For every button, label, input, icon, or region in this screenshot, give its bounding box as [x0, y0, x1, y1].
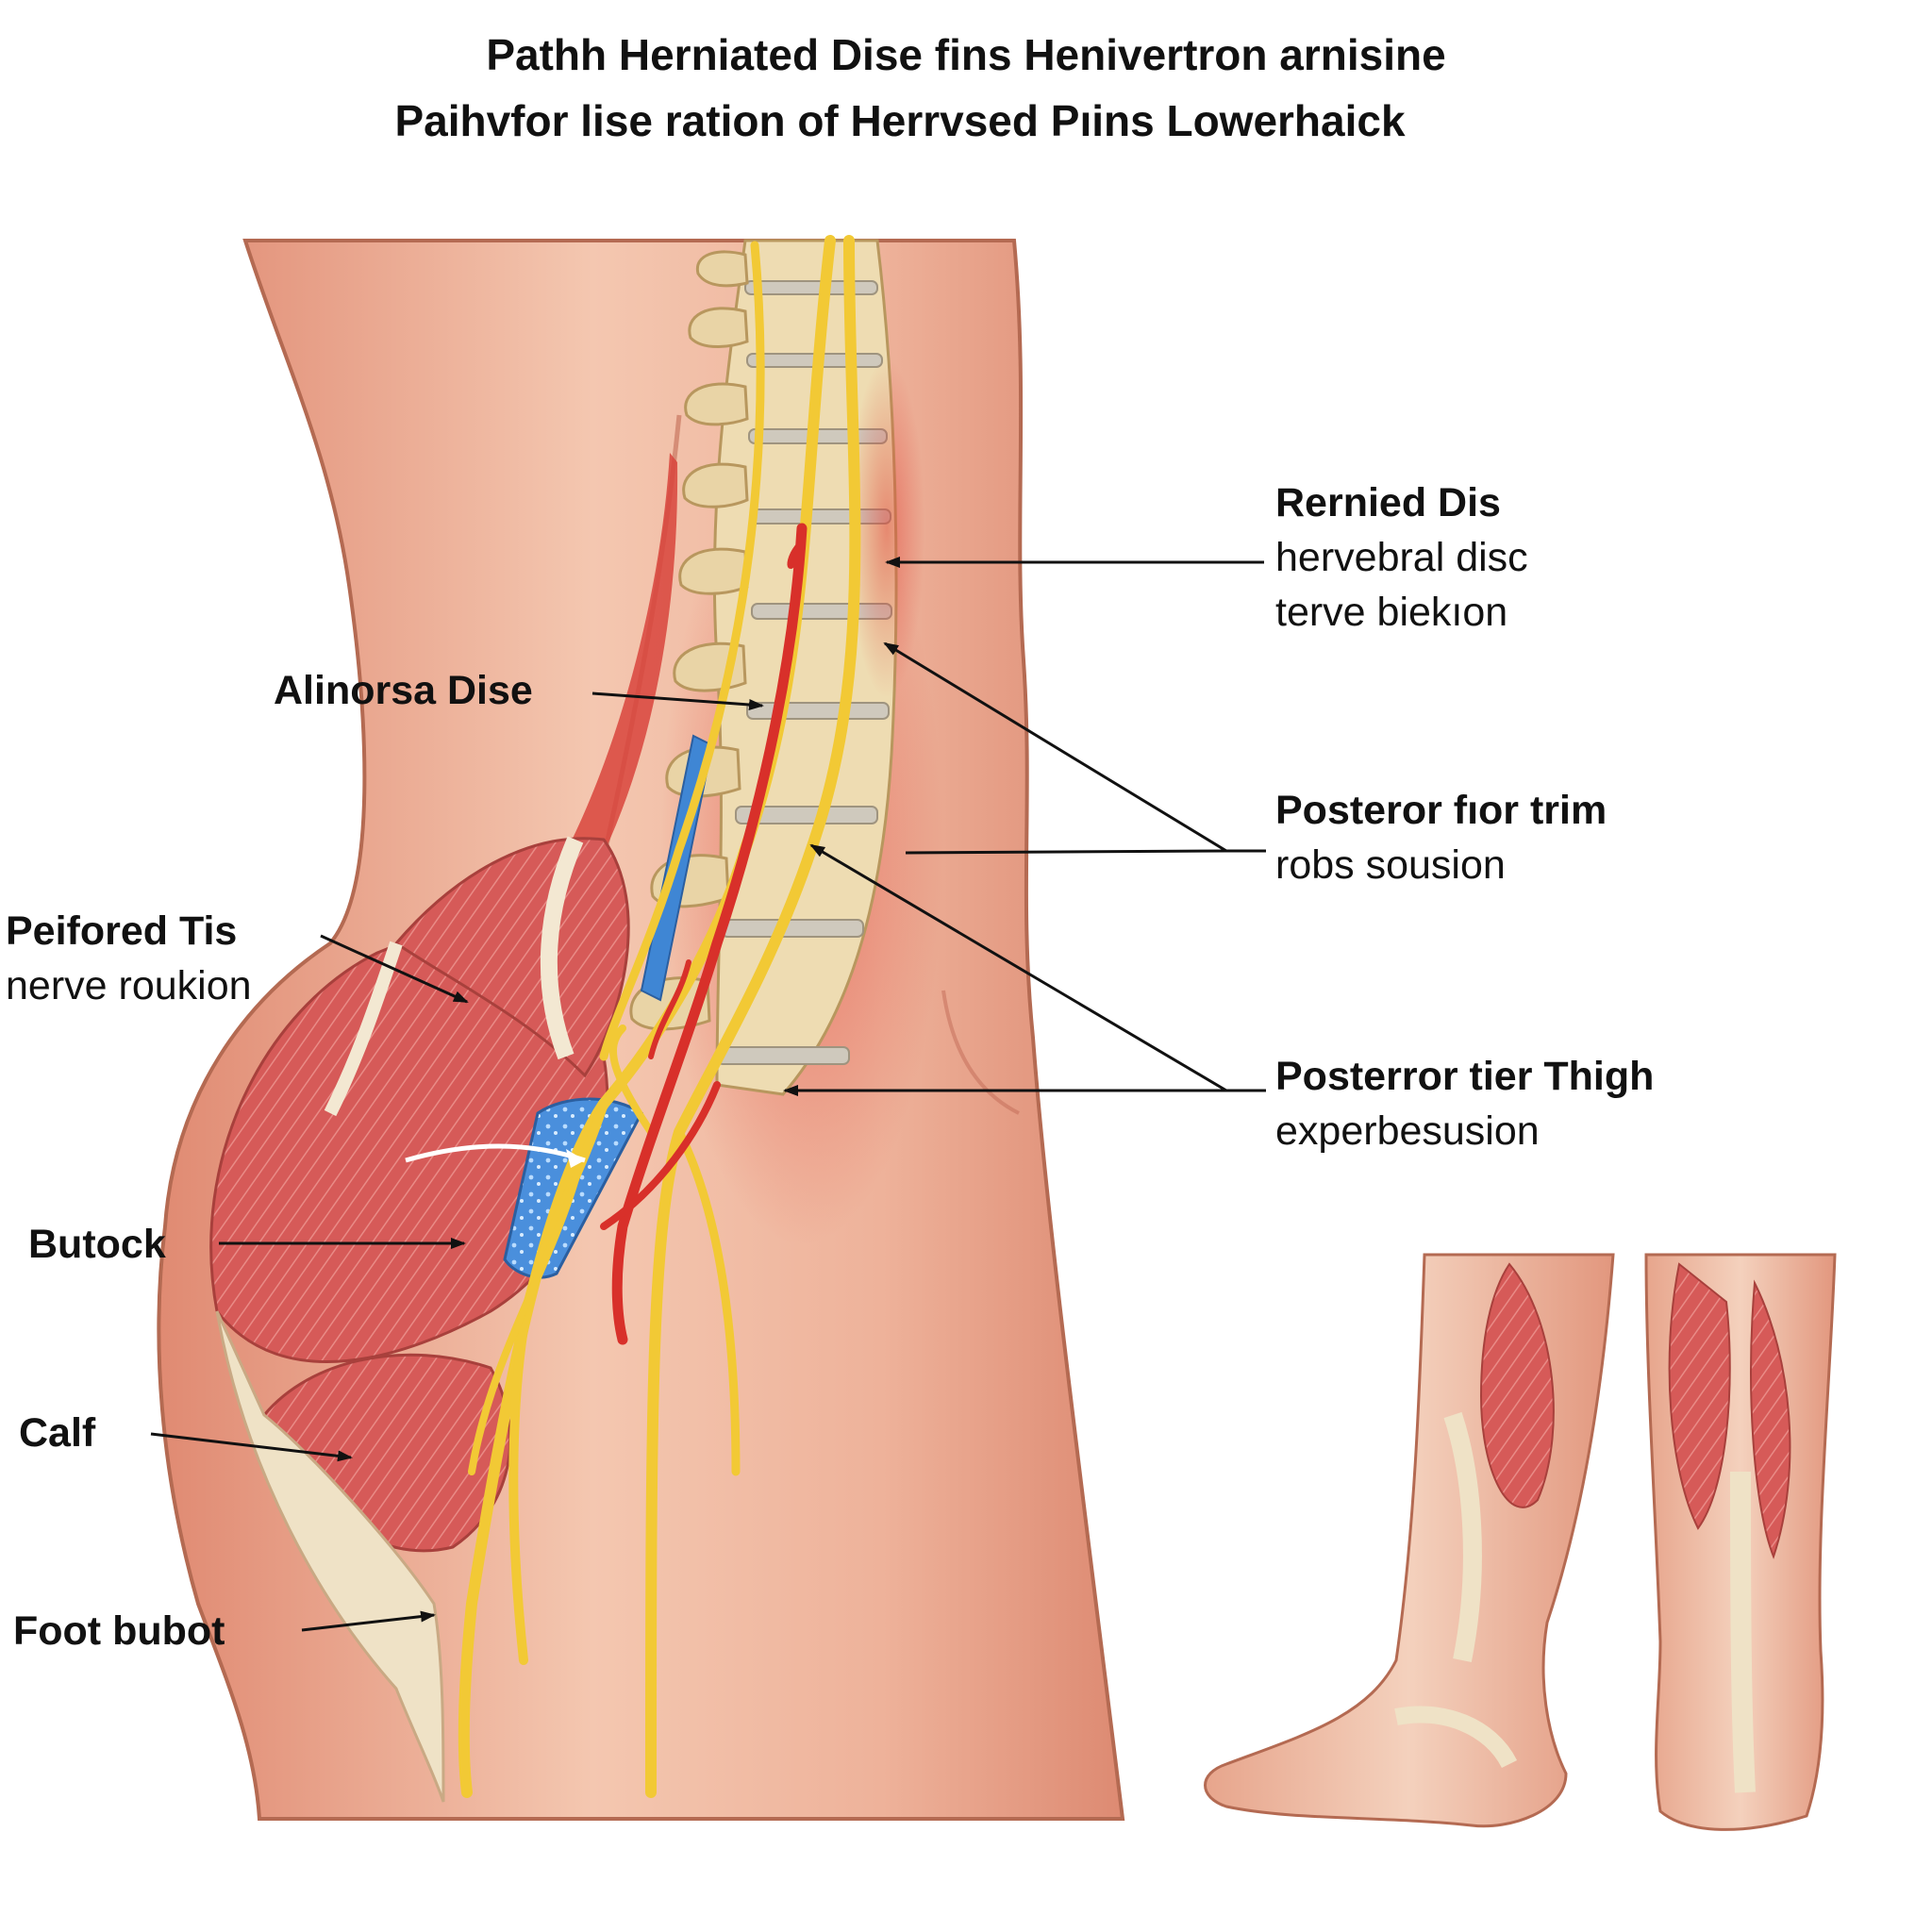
label-posterror-thigh: Posterror tier Thigh experbesusion: [1275, 1049, 1654, 1158]
label-calf: Calf: [19, 1406, 95, 1460]
leader-lines: [150, 557, 1266, 1632]
label-butock-line1: Butock: [28, 1222, 166, 1267]
label-rernied-dis-line3: terve biekıon: [1275, 590, 1508, 635]
label-peifored-tis-line1: Peifored Tis: [6, 908, 238, 954]
label-butock: Butock: [28, 1217, 166, 1272]
lower-leg-left: [1204, 1253, 1615, 1828]
label-posterror-thigh-line1: Posterror tier Thigh: [1275, 1054, 1655, 1099]
label-alinorsa-dise: Alinorsa Dise: [274, 663, 533, 718]
diagram-title-line-1: Pathh Herniated Dise fins Henivertron ar…: [486, 30, 1446, 79]
label-rernied-dis-line2: hervebral disc: [1275, 535, 1528, 580]
label-rernied-dis-line1: Rernied Dis: [1275, 480, 1501, 525]
label-peifored-tis: Peifored Tis nerve roukion: [6, 904, 252, 1013]
compression-arrow: [405, 1143, 586, 1163]
diagram-title-line-2: Paihvfor lise ration of Herrvsed Pıins L…: [394, 96, 1406, 145]
label-peifored-tis-line2: nerve roukion: [6, 963, 252, 1008]
lower-leg-right: [1644, 1253, 1837, 1831]
inflamed-nerve-red: [600, 523, 808, 1345]
label-rernied-dis: Rernied Dis hervebral disc terve biekıon: [1275, 475, 1528, 640]
label-foot-bubot-line1: Foot bubot: [13, 1608, 225, 1654]
label-posteror-trim: Posteror fıor trim robs sousion: [1275, 783, 1607, 892]
label-calf-line1: Calf: [19, 1410, 96, 1456]
label-posterror-thigh-line2: experbesusion: [1275, 1108, 1540, 1154]
label-posteror-trim-line1: Posteror fıor trim: [1275, 788, 1607, 833]
label-posteror-trim-line2: robs sousion: [1275, 842, 1506, 888]
label-foot-bubot: Foot bubot: [13, 1604, 225, 1658]
label-alinorsa-dise-line1: Alinorsa Dise: [274, 668, 533, 713]
back-muscle-strip: [547, 453, 678, 906]
